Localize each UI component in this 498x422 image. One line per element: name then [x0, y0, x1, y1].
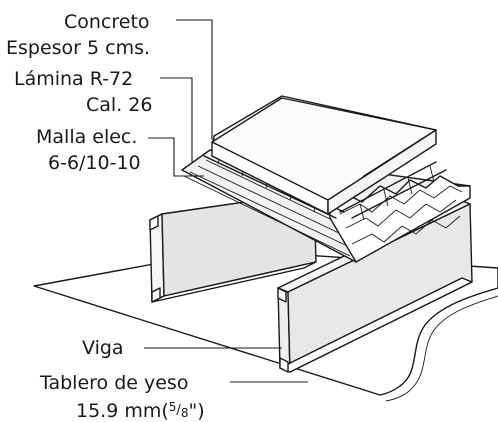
label-viga: Viga	[82, 337, 124, 359]
leader-malla	[148, 137, 204, 177]
label-concreto: Concreto	[64, 11, 150, 33]
leader-lamina	[160, 77, 193, 162]
tablero-size-close: ")	[188, 400, 204, 422]
fraction-denominator: 8	[181, 406, 189, 420]
label-espesor: Espesor 5 cms.	[6, 37, 150, 59]
label-tablero-size: 15.9 mm(5/8")	[76, 400, 205, 422]
label-lamina: Lámina R-72	[14, 68, 133, 90]
fraction-separator: /	[176, 403, 181, 418]
labels: Concreto Espesor 5 cms. Lámina R-72 Cal.…	[6, 11, 205, 422]
label-malla-spec: 6-6/10-10	[48, 152, 141, 174]
label-tablero: Tablero de yeso	[39, 372, 188, 394]
tablero-size-main: 15.9 mm(	[76, 400, 169, 422]
fraction-numerator: 5	[169, 400, 177, 414]
leader-concreto	[176, 19, 213, 140]
label-malla: Malla elec.	[36, 126, 137, 148]
label-calibre: Cal. 26	[86, 94, 152, 116]
leader-lines	[144, 19, 308, 383]
concrete-slab	[211, 95, 437, 215]
